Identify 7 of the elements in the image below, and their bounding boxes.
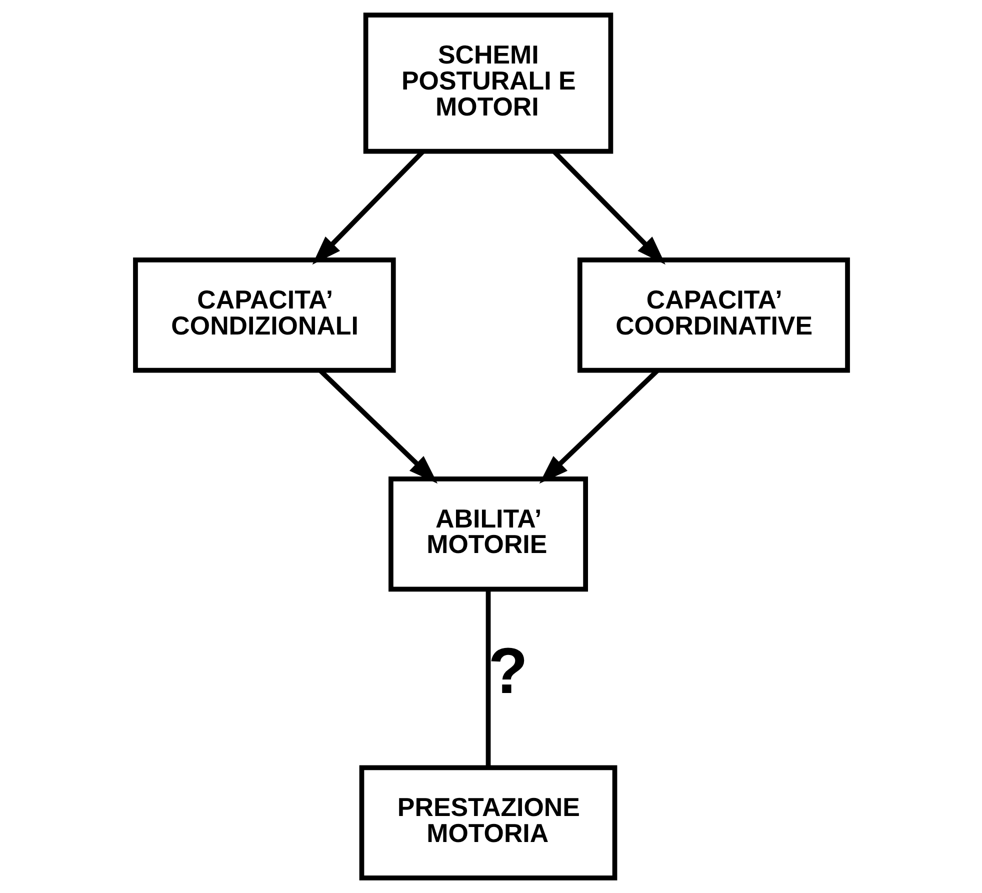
edge-label: ?: [488, 634, 528, 708]
node-box: CAPACITA’ CONDIZIONALI: [132, 258, 396, 373]
connector: [485, 589, 490, 768]
node-box: PRESTAZIONE MOTORIA: [358, 765, 617, 880]
node-box: SCHEMI POSTURALI E MOTORI: [362, 12, 613, 154]
node-box: CAPACITA’ COORDINATIVE: [576, 258, 850, 373]
node-box: ABILITA’ MOTORIE: [388, 476, 588, 592]
